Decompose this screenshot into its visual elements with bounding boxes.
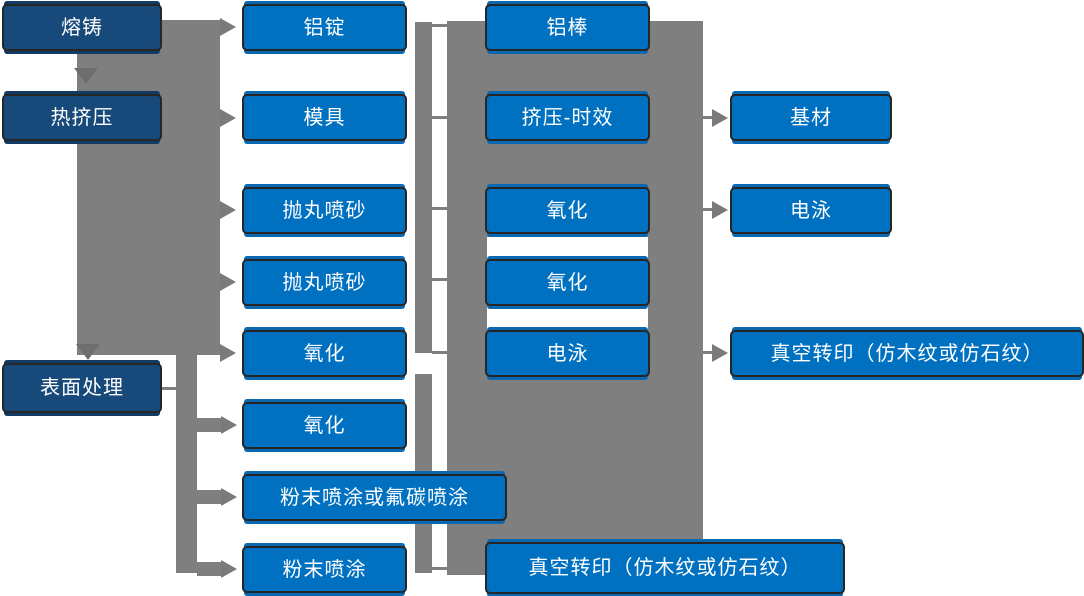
node-hot-extrusion: 热挤压 xyxy=(2,94,162,141)
node-label: 基材 xyxy=(790,106,832,129)
connector-tap-row1 xyxy=(432,24,447,27)
connector-stub-row7 xyxy=(197,490,221,504)
connector-tap-row8 xyxy=(432,567,447,570)
connector-out-stub-row5 xyxy=(703,351,714,354)
node-vacuum-transfer-out: 真空转印（仿木纹或仿石纹） xyxy=(730,330,1084,377)
node-oxidation-right-1: 氧化 xyxy=(485,187,650,234)
node-label: 氧化 xyxy=(303,342,346,365)
connector-col3-band-left xyxy=(447,237,487,378)
node-label: 粉末喷涂或氟碳喷涂 xyxy=(280,486,469,509)
node-label: 铝棒 xyxy=(546,16,589,39)
node-shot-blasting-1: 抛丸喷砂 xyxy=(242,187,407,234)
right-arrowhead-icon xyxy=(712,109,728,127)
node-label: 表面处理 xyxy=(40,377,124,399)
connector-tap-row4 xyxy=(432,278,447,281)
down-arrowhead-icon xyxy=(76,344,100,360)
right-arrowhead-icon xyxy=(712,201,728,219)
node-label: 氧化 xyxy=(303,414,346,437)
node-powder-coating: 粉末喷涂 xyxy=(242,546,407,593)
right-arrowhead-icon xyxy=(220,273,236,291)
node-extrusion-aging: 挤压-时效 xyxy=(485,94,650,141)
node-label: 铝锭 xyxy=(303,16,346,39)
connector-tap-row3 xyxy=(432,207,447,210)
node-powder-or-fluorocarbon-coating: 粉末喷涂或氟碳喷涂 xyxy=(242,474,507,521)
connector-col3-bottom-strip xyxy=(447,542,487,575)
connector-stub-row6 xyxy=(197,418,221,432)
node-oxidation-right-2: 氧化 xyxy=(485,259,650,306)
node-label: 电泳 xyxy=(790,199,832,222)
right-arrowhead-icon xyxy=(220,18,236,36)
connector-stub-row8 xyxy=(197,562,221,576)
node-label: 粉末喷涂 xyxy=(282,558,367,581)
node-surface-treatment: 表面处理 xyxy=(2,363,162,413)
right-arrowhead-icon xyxy=(221,560,237,578)
node-oxidation-mid-2: 氧化 xyxy=(242,402,407,449)
connector-surface-trunk xyxy=(176,355,197,573)
right-arrowhead-icon xyxy=(220,344,236,362)
node-label: 热挤压 xyxy=(50,106,114,129)
node-aluminum-rod: 铝棒 xyxy=(485,4,650,51)
node-label: 氧化 xyxy=(546,271,589,294)
connector-out-stub-row2 xyxy=(703,116,714,119)
node-label: 抛丸喷砂 xyxy=(282,199,367,222)
node-oxidation-mid-1: 氧化 xyxy=(242,330,407,377)
node-base-material: 基材 xyxy=(730,94,892,141)
node-mold: 模具 xyxy=(242,94,407,141)
connector-mid-bar-lower xyxy=(415,374,432,573)
node-label: 模具 xyxy=(303,106,346,129)
node-label: 电泳 xyxy=(546,342,589,365)
right-arrowhead-icon xyxy=(220,109,236,127)
node-label: 真空转印（仿木纹或仿石纹） xyxy=(770,342,1044,365)
node-shot-blasting-2: 抛丸喷砂 xyxy=(242,259,407,306)
right-arrowhead-icon xyxy=(221,416,237,434)
node-label: 熔铸 xyxy=(61,16,103,39)
node-label: 抛丸喷砂 xyxy=(282,271,367,294)
down-arrowhead-icon xyxy=(74,68,98,84)
node-electrophoresis-mid: 电泳 xyxy=(485,330,650,377)
node-label: 氧化 xyxy=(546,199,589,222)
right-arrowhead-icon xyxy=(712,344,728,362)
connector-left-band xyxy=(77,20,220,355)
connector-mid-bar-upper xyxy=(415,22,432,353)
right-arrowhead-icon xyxy=(220,201,236,219)
connector-surface-link xyxy=(161,387,177,390)
right-arrowhead-icon xyxy=(221,488,237,506)
connector-tap-row2 xyxy=(432,116,447,119)
connector-out-stub-row3 xyxy=(703,208,714,211)
connector-col3-band-right xyxy=(648,237,703,378)
node-melting: 熔铸 xyxy=(2,4,162,51)
connector-tap-row5 xyxy=(432,351,447,354)
node-label: 挤压-时效 xyxy=(521,106,614,129)
node-label: 真空转印（仿木纹或仿石纹） xyxy=(528,557,802,579)
node-aluminum-ingot: 铝锭 xyxy=(242,4,407,51)
node-electrophoresis-out: 电泳 xyxy=(730,187,892,234)
node-vacuum-transfer-bottom: 真空转印（仿木纹或仿石纹） xyxy=(485,542,845,594)
